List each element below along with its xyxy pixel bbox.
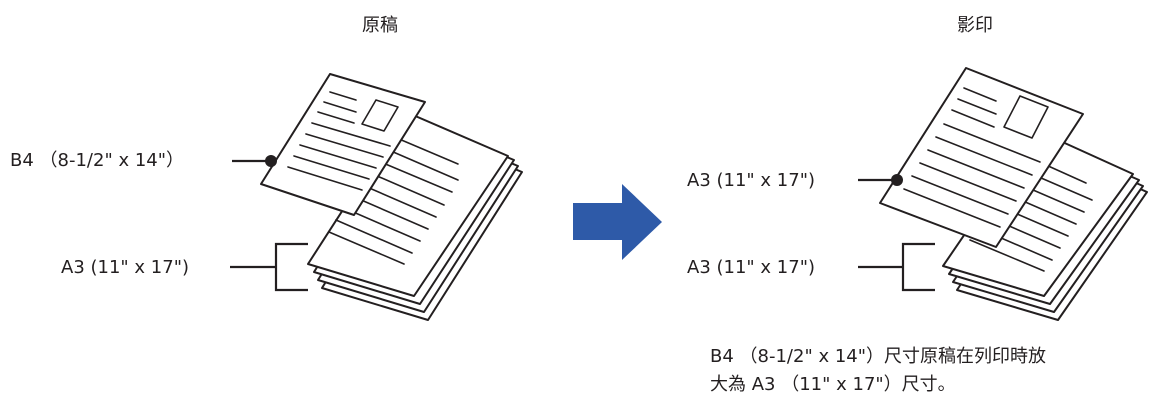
copy-stack-size-label: A3 (11" x 17") — [687, 257, 815, 278]
original-a3-bracket — [230, 242, 308, 292]
original-heading: 原稿 — [362, 15, 398, 36]
copy-photo-box — [1003, 95, 1049, 139]
copy-enlarged-sheet — [879, 67, 1084, 248]
original-top-size-label: B4 （8-1/2" x 14"） — [10, 150, 184, 171]
original-b4-sheet — [260, 73, 426, 216]
copy-heading: 影印 — [957, 15, 993, 36]
right-arrow-icon — [573, 184, 662, 260]
original-b4-leader-dot — [265, 155, 277, 167]
caption-line-1: B4 （8-1/2" x 14"）尺寸原稿在列印時放 — [710, 346, 1046, 367]
original-photo-box — [361, 99, 399, 132]
copy-a3-stack — [942, 129, 1148, 321]
original-stack-size-label: A3 (11" x 17") — [61, 257, 189, 278]
caption-line-2: 大為 A3 （11" x 17"）尺寸。 — [710, 374, 956, 395]
copy-top-size-label: A3 (11" x 17") — [687, 170, 815, 191]
copy-top-leader-dot — [891, 174, 903, 186]
original-a3-stack — [307, 111, 523, 321]
copy-a3-bracket — [858, 242, 935, 292]
